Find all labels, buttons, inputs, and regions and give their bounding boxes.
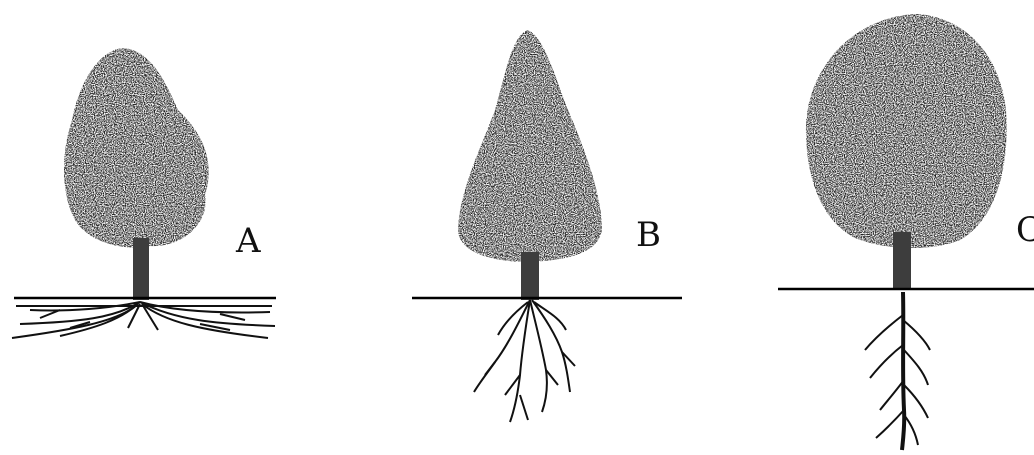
panel-a: A [12, 48, 276, 338]
panel-b-label: B [636, 215, 661, 255]
roots-b [474, 300, 575, 422]
panel-b: B [412, 30, 682, 422]
tree-b-trunk [521, 252, 539, 300]
panel-c: C [778, 14, 1034, 450]
panel-c-label: C [1016, 210, 1034, 250]
tree-c-foliage [806, 14, 1007, 248]
tree-a-trunk [133, 238, 149, 300]
roots-c [865, 292, 930, 450]
tree-a-foliage [64, 48, 209, 248]
tree-b-foliage [458, 30, 602, 262]
tree-c-trunk [893, 232, 911, 290]
panel-a-label: A [235, 221, 261, 261]
roots-a [12, 302, 275, 338]
